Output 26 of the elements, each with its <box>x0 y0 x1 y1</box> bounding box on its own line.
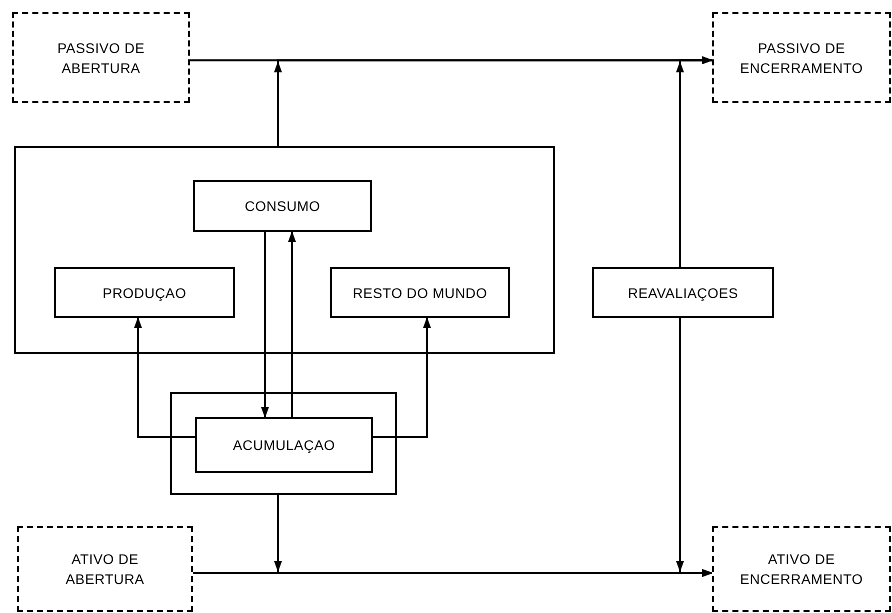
box-label: PASSIVO DE ABERTURA <box>56 38 146 78</box>
group-box <box>14 146 555 354</box>
arrow <box>134 317 195 438</box>
process-box <box>330 267 510 318</box>
box-label: PRODUÇAO <box>102 284 188 302</box>
arrow <box>373 317 431 438</box>
process-box <box>193 180 372 232</box>
box-label: PASSIVO DE ENCERRAMENTO <box>739 38 864 78</box>
box-label: ATIVO DE ABERTURA <box>64 550 146 589</box>
arrow <box>288 231 296 417</box>
group-box <box>170 392 397 495</box>
box-label: ATIVO DE ENCERRAMENTO <box>739 550 864 589</box>
process-box <box>592 267 774 318</box>
process-box <box>54 267 235 318</box>
box-label: RESTO DO MUNDO <box>352 284 488 302</box>
dashed-box <box>712 12 891 103</box>
arrow <box>261 232 269 418</box>
box-label: REAVALIAÇOES <box>626 284 740 302</box>
arrow <box>676 56 713 267</box>
box-label: CONSUMO <box>244 197 322 216</box>
process-box <box>195 417 373 473</box>
box-label: ACUMULAÇAO <box>232 436 336 455</box>
arrow <box>676 318 713 577</box>
dashed-box <box>12 12 190 103</box>
dashed-box <box>17 526 193 612</box>
dashed-box <box>712 526 891 612</box>
